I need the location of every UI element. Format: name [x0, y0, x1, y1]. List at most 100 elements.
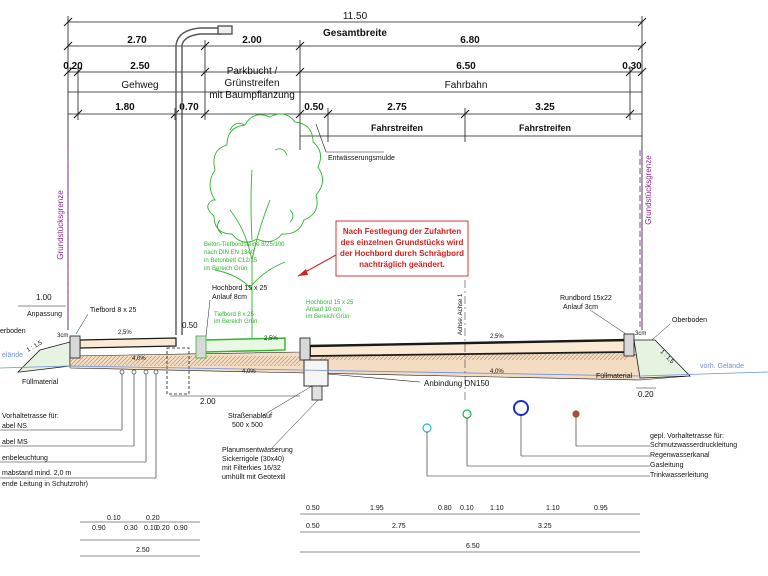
svg-text:1.10: 1.10 [546, 505, 560, 512]
svg-text:0.20: 0.20 [638, 390, 654, 399]
label-tiefbord-green-2: im Bereich Grün [214, 319, 257, 325]
left-conduits [0, 369, 159, 479]
gas-pipe [462, 409, 472, 419]
bottom-dims-right: 0.50 1.95 0.80 0.10 1.10 1.10 0.95 0.50 … [306, 505, 608, 550]
svg-text:ende Leitung in Schutzrohr): ende Leitung in Schutzrohr) [2, 481, 88, 488]
street-lamp [175, 25, 233, 335]
svg-text:im Bereich Grün: im Bereich Grün [204, 266, 247, 272]
schmutzwasser-pipe [572, 410, 580, 418]
dim-mulde: 0.50 [304, 102, 324, 113]
utility-pipes [422, 400, 580, 433]
trinkwasser-pipe [422, 423, 432, 433]
svg-text:Anbindung DN150: Anbindung DN150 [424, 379, 490, 388]
label-oberboden-right: Oberboden [672, 317, 707, 324]
label-fuell-left: Füllmaterial [22, 379, 59, 386]
svg-text:3.25: 3.25 [538, 523, 552, 530]
dim-fahrstreifen-1: 2.75 [387, 102, 407, 113]
label-hochbord-1: Hochbord 15 x 25 [212, 285, 267, 292]
label-fahrstreifen-1: Fahrstreifen [371, 123, 423, 133]
label-hochbord-1b: Anlauf 8cm [212, 294, 247, 301]
dim-left-edge: 0.20 [63, 61, 83, 72]
utility-leaders [426, 415, 650, 477]
existing-ground-line [0, 365, 768, 377]
svg-text:der Hochbord durch Schrägbord: der Hochbord durch Schrägbord [340, 249, 464, 258]
label-fuell-right: Füllmaterial [596, 373, 633, 380]
top-dimension-chain [67, 16, 643, 330]
right-legend: gepl. Vorhaltetrasse für: Schmutzwasserd… [650, 433, 737, 479]
regenwasser-pipe [513, 400, 529, 416]
label-entwaesserungsmulde: Entwässerungsmulde [328, 155, 395, 162]
label-3cm-right: 3cm [635, 331, 646, 337]
label-vorh-gelaende: vorh. Gelände [700, 363, 744, 370]
label-gehweg: Gehweg [121, 80, 158, 91]
label-rundbord-2: Anlauf 3cm [563, 304, 598, 311]
change-note: Nach Festlegung der Zufahrten des einzel… [297, 220, 469, 277]
svg-text:0.20: 0.20 [146, 515, 160, 522]
dim-fahrbahn: 6.50 [456, 61, 476, 72]
bottom-dims-left: 0.10 0.20 0.90 0.30 0.10 0.20 0.90 2.50 [92, 515, 188, 554]
svg-text:abel MS: abel MS [2, 439, 28, 446]
svg-text:gepl. Vorhaltetrasse für:: gepl. Vorhaltetrasse für: [650, 433, 724, 440]
dim-anpassung: 1.00 [36, 293, 52, 302]
svg-text:500 x 500: 500 x 500 [232, 422, 263, 429]
label-anpassung: Anpassung [27, 311, 62, 318]
grenze-right-label: Grundstücksgrenze [644, 155, 653, 225]
dim-right-edge: 0.30 [622, 61, 642, 72]
label-tiefbord-green-1: Tiefbord 8 x 25 [214, 312, 254, 318]
svg-text:2.50: 2.50 [136, 547, 150, 554]
left-legend: Vorhaltetrasse für: abel NS abel MS enbe… [2, 413, 88, 488]
label-parkbucht-1: Parkbucht / [227, 66, 278, 77]
svg-text:Nach Festlegung der Zufahrten: Nach Festlegung der Zufahrten [343, 227, 461, 236]
svg-text:2,5%: 2,5% [490, 334, 504, 340]
label-tiefbord: Tiefbord 8 x 25 [90, 307, 137, 314]
svg-text:0.90: 0.90 [92, 525, 106, 532]
svg-text:enbeleuchtung: enbeleuchtung [2, 455, 48, 462]
svg-text:Regenwasserkanal: Regenwasserkanal [650, 452, 710, 459]
total-width-caption: Gesamtbreite [323, 28, 387, 39]
label-oberboden-left: erboden [0, 328, 26, 335]
svg-text:nach DIN EN 1340: nach DIN EN 1340 [204, 250, 255, 256]
bottom-dim-lines [80, 513, 640, 557]
label-gelaende-left: elände [2, 352, 23, 359]
svg-text:0.80: 0.80 [438, 505, 452, 512]
svg-text:1.10: 1.10 [490, 505, 504, 512]
label-parkbucht-2: Grünstreifen [224, 78, 279, 89]
svg-text:umhüllt mit Geotextil: umhüllt mit Geotextil [222, 474, 286, 481]
svg-text:4,0%: 4,0% [242, 369, 256, 375]
svg-text:Beton-Tiefbordsteine 8/25/100: Beton-Tiefbordsteine 8/25/100 [204, 242, 285, 248]
svg-text:4,0%: 4,0% [490, 369, 504, 375]
curb-labels: 1.00 Anpassung Tiefbord 8 x 25 erboden 3… [0, 280, 744, 400]
svg-text:4,0%: 4,0% [132, 356, 146, 362]
svg-text:0.30: 0.30 [124, 525, 138, 532]
svg-text:0.50: 0.50 [306, 505, 320, 512]
svg-text:Trinkwasserleitung: Trinkwasserleitung [650, 472, 708, 479]
svg-text:Planumsentwässerung: Planumsentwässerung [222, 447, 293, 454]
svg-text:0.50: 0.50 [306, 523, 320, 530]
svg-text:2,5%: 2,5% [264, 336, 278, 342]
dim-gehweg-inner: 1.80 [115, 102, 135, 113]
tree-icon [207, 113, 323, 338]
label-fahrbahn: Fahrbahn [445, 80, 488, 91]
total-width-label: 11.50 [343, 11, 368, 22]
lower-dims: 0.20 2.00 [170, 387, 656, 406]
svg-text:mabstand mind. 2,0 m: mabstand mind. 2,0 m [2, 470, 71, 477]
svg-text:nachträglich geändert.: nachträglich geändert. [359, 260, 445, 269]
svg-text:Gasleitung: Gasleitung [650, 462, 684, 469]
svg-text:1.95: 1.95 [370, 505, 384, 512]
svg-text:0.95: 0.95 [594, 505, 608, 512]
svg-text:0.10: 0.10 [144, 525, 158, 532]
dim-gehweg-total: 2.70 [127, 35, 147, 46]
dim-bord: 0.70 [179, 102, 199, 113]
svg-text:mit Filterkies 16/32: mit Filterkies 16/32 [222, 465, 281, 472]
dim-fahrstreifen-2: 3.25 [535, 102, 555, 113]
label-3cm-left: 3cm [57, 333, 68, 339]
svg-text:in Betonbett C12/15: in Betonbett C12/15 [204, 258, 258, 264]
svg-text:Sickerrigole (30x40): Sickerrigole (30x40) [222, 456, 284, 463]
svg-text:6.50: 6.50 [466, 543, 480, 550]
svg-text:des einzelnen Grundstücks wird: des einzelnen Grundstücks wird [341, 238, 464, 247]
road-section [17, 333, 691, 401]
svg-text:2.75: 2.75 [392, 523, 406, 530]
dim-gehweg: 2.50 [130, 61, 150, 72]
label-parkbucht-3: mit Baumpflanzung [209, 90, 295, 101]
